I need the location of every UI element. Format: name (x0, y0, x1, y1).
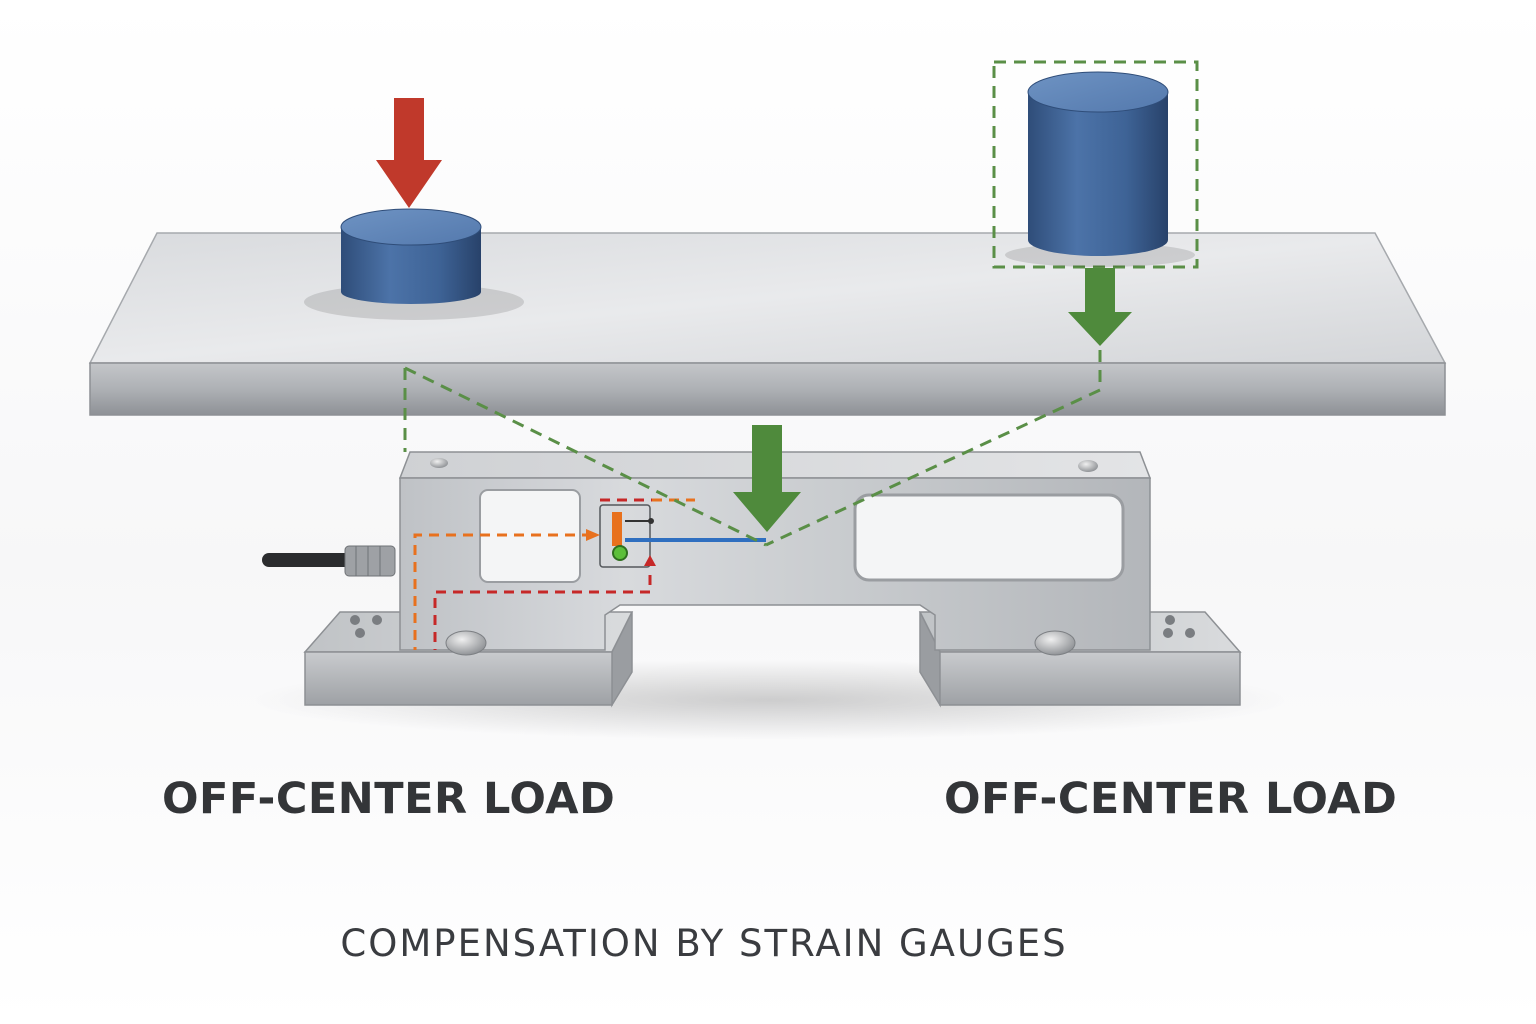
bolt-icon (430, 458, 448, 468)
platform-plate (88, 232, 1447, 416)
left-load-label: OFF-CENTER LOAD (162, 774, 616, 824)
diagram-title-text: COMPENSATION BY STRAIN GAUGES (340, 922, 1068, 965)
diagram-title: COMPENSATION BY STRAIN GAUGES (0, 922, 1536, 965)
signal-paths (413, 498, 695, 650)
cable-connector (262, 545, 396, 577)
mounting-bolts (350, 615, 1195, 656)
down-arrow-icon (1068, 268, 1132, 346)
weight-left (304, 208, 524, 320)
strain-gauge (599, 504, 766, 568)
force-path-lines (403, 60, 1199, 547)
down-arrow-icon (376, 98, 442, 208)
weight-right (1005, 71, 1195, 267)
right-load-label: OFF-CENTER LOAD (944, 774, 1398, 824)
down-arrow-icon (733, 425, 801, 532)
bolt-icon (1078, 460, 1098, 472)
